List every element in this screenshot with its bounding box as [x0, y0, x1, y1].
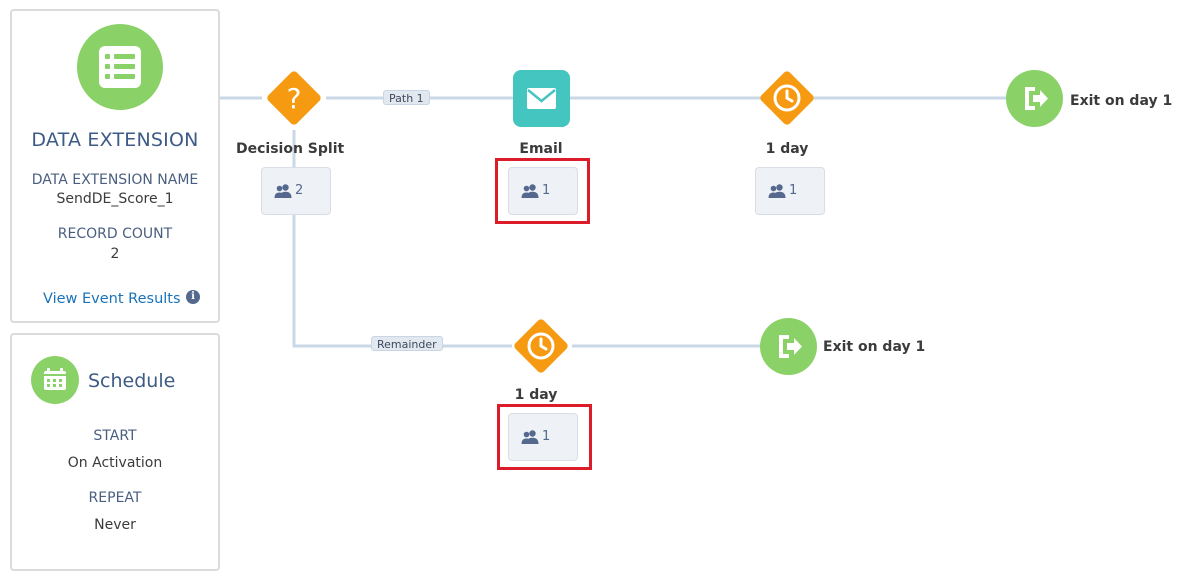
clock-icon [514, 319, 568, 373]
calendar-icon [31, 356, 79, 404]
exit-top-node[interactable] [1006, 70, 1063, 127]
de-name-label: DATA EXTENSION NAME [31, 172, 199, 188]
email-node[interactable] [513, 70, 570, 127]
path-1-tag: Path 1 [383, 90, 430, 105]
people-icon [768, 184, 786, 198]
schedule-card[interactable]: Schedule START On Activation REPEAT Neve… [10, 333, 220, 571]
email-count[interactable]: 1 [508, 167, 578, 215]
remainder-connector [292, 130, 512, 348]
clock-icon [760, 71, 814, 125]
exit-bottom-node[interactable] [760, 318, 817, 375]
exit-icon [1006, 70, 1063, 127]
de-name-value: SendDE_Score_1 [56, 191, 174, 207]
exit-top-label: Exit on day 1 [1070, 93, 1173, 109]
email-label: Email [519, 141, 563, 157]
exit-bottom-label: Exit on day 1 [823, 339, 926, 355]
wait-remainder-count[interactable]: 1 [508, 413, 578, 461]
decision-split-node[interactable]: ? [260, 64, 328, 132]
decision-split-label: Decision Split [236, 141, 345, 157]
info-icon[interactable]: i [186, 290, 200, 304]
exit-icon [760, 318, 817, 375]
start-label: START [93, 428, 137, 444]
record-count-label: RECORD COUNT [57, 226, 173, 242]
people-icon [521, 430, 539, 444]
count-value: 1 [542, 429, 551, 444]
entry-source-title: DATA EXTENSION [31, 129, 199, 151]
people-icon [274, 184, 292, 198]
record-count-value: 2 [110, 246, 120, 262]
people-icon [521, 184, 539, 198]
start-value: On Activation [67, 455, 163, 471]
wait-1-day-remainder-node[interactable] [507, 312, 575, 380]
wait-remainder-count-highlight [497, 404, 592, 470]
entry-source-card[interactable]: DATA EXTENSION DATA EXTENSION NAME SendD… [10, 9, 220, 323]
list-icon [77, 24, 163, 110]
count-value: 1 [542, 183, 551, 198]
count-value: 1 [789, 183, 798, 198]
envelope-icon [513, 70, 570, 127]
schedule-title: Schedule [88, 370, 176, 392]
repeat-label: REPEAT [88, 490, 142, 506]
connectors [220, 96, 1010, 348]
wait-1-day-label: 1 day [765, 141, 809, 157]
view-event-results-link[interactable]: View Event Results [43, 291, 181, 307]
svg-text:?: ? [287, 82, 302, 115]
count-value: 2 [295, 183, 304, 198]
email-count-highlight [495, 158, 590, 224]
wait-1-day-count[interactable]: 1 [755, 167, 825, 215]
wait-remainder-label: 1 day [514, 387, 558, 403]
remainder-tag: Remainder [371, 336, 443, 351]
wait-1-day-node[interactable] [753, 64, 821, 132]
question-icon: ? [267, 71, 321, 125]
repeat-value: Never [94, 517, 136, 533]
decision-split-count[interactable]: 2 [261, 167, 331, 215]
